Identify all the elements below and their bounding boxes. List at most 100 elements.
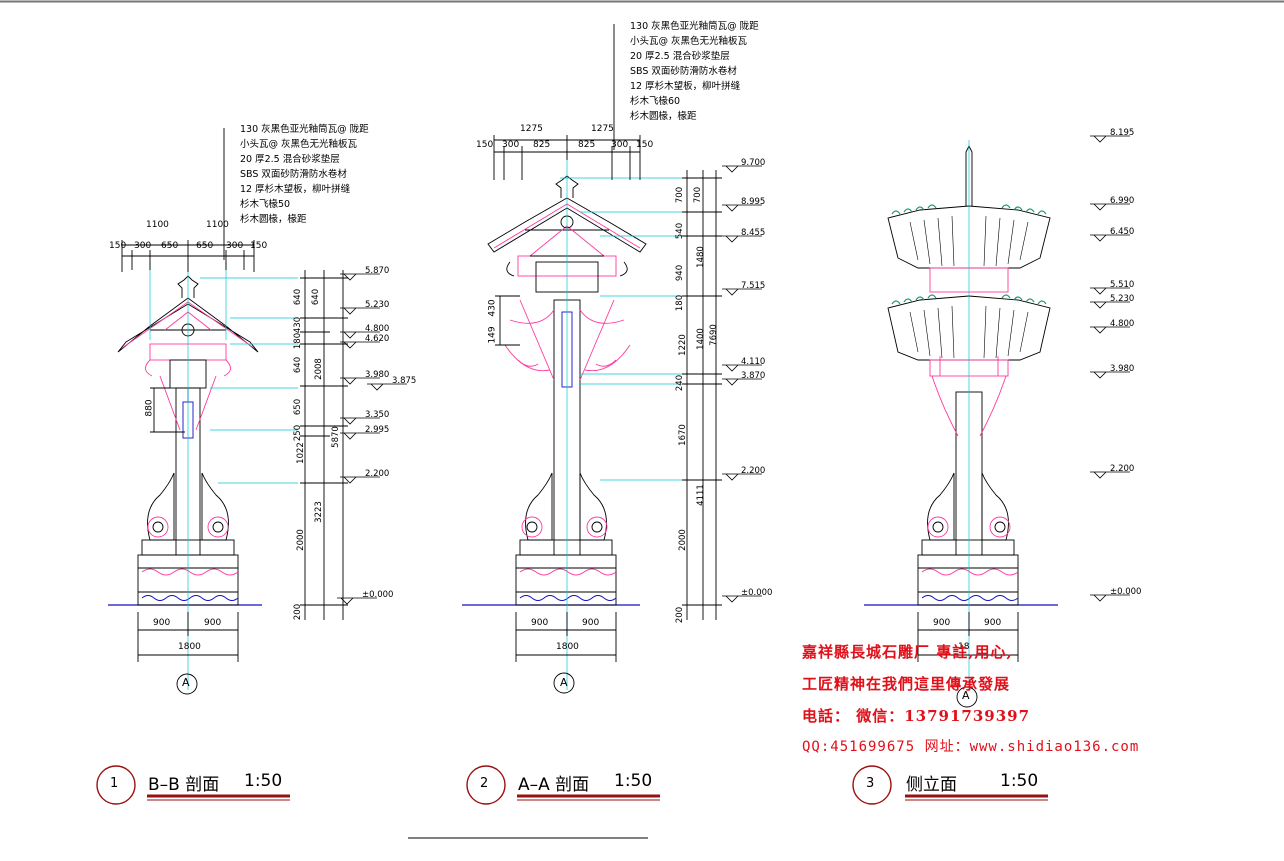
dim-label: 1100 [206,220,229,230]
dim-label: 1220 [677,334,688,356]
level-label: 7.515 [741,281,766,291]
watermark-line2: 工匠精神在我們這里傳承發展 [802,675,1011,693]
level-label: ±0.000 [362,590,394,600]
dim-label: 900 [933,618,951,628]
drawing-scale: 1:50 [244,771,283,791]
drawing-scale: 1:50 [614,771,653,791]
level-marker [340,307,380,315]
dim-label: 200 [675,606,686,624]
dim-label: 900 [204,618,222,628]
dim-label: 2000 [677,529,688,551]
level-label: 8.455 [741,228,766,238]
level-label: 2.995 [365,425,390,435]
side-elevation-drawing [864,140,1058,708]
level-label: 8.995 [741,197,766,207]
level-marker [340,476,380,484]
dim-label: 2000 [295,529,306,551]
bb-section-drawing [108,128,348,695]
note-line: SBS 双面砂防滑防水卷材 [630,66,737,77]
level-label: 5.870 [365,266,390,276]
level-marker [1090,234,1130,242]
note-line: 130 灰黑色亚光釉筒瓦@ 陇距 [630,21,759,32]
dim-label: 18 [958,642,970,652]
dim-label: 200 [293,603,304,621]
level-marker [1090,594,1130,602]
level-marker [1090,326,1130,334]
level-label: 9.700 [741,158,766,168]
dim-label: 700 [675,186,686,204]
dim-label: 825 [578,140,596,150]
level-marker [722,204,762,212]
dim-label: 1670 [677,424,688,446]
axis-label: A [560,676,568,689]
dim-label: 640 [311,288,322,306]
level-label: 4.110 [741,357,766,367]
level-label: 6.990 [1110,196,1135,206]
dim-label: 1275 [591,124,614,134]
dim-label: 650 [161,241,179,251]
dim-label: 900 [984,618,1002,628]
dim-label: 1800 [178,642,201,652]
dim-label: 3223 [313,501,324,523]
dim-label: 300 [134,241,152,251]
level-marker [340,432,380,440]
level-marker [340,273,380,281]
level-label: 5.230 [1110,294,1135,304]
dim-label: 900 [153,618,171,628]
level-marker [722,288,762,296]
note-line: 12 厚杉木望板，柳叶拼缝 [630,81,741,92]
note-line: 杉木圆椽，椽距 [240,214,307,225]
dim-label: 250 [293,424,304,442]
note-line: 12 厚杉木望板，柳叶拼缝 [240,184,351,195]
level-label: ±0.000 [1110,587,1142,597]
dim-label: 1800 [556,642,579,652]
dim-label: 150 [636,140,654,150]
dim-label: 150 [476,140,494,150]
level-label: 3.980 [365,370,390,380]
level-marker [340,417,380,425]
note-line: 130 灰黑色亚光釉筒瓦@ 陇距 [240,124,369,135]
dim-label: 300 [611,140,629,150]
note-line: SBS 双面砂防滑防水卷材 [240,169,347,180]
level-label: 5.510 [1110,280,1135,290]
dim-label: 540 [675,222,686,240]
level-marker [722,595,762,603]
level-marker [1090,135,1130,143]
level-label: 2.200 [365,469,390,479]
level-marker [340,341,380,349]
dim-label: 180 [293,332,304,350]
dim-label: 300 [226,241,244,251]
level-marker [340,331,380,339]
drawing-title: B–B 剖面 [148,775,220,795]
note-line: 小头瓦@ 灰黑色无光釉板瓦 [240,139,358,150]
dim-label: 825 [533,140,551,150]
level-label: ±0.000 [741,588,773,598]
bb-notes: 130 灰黑色亚光釉筒瓦@ 陇距 小头瓦@ 灰黑色无光釉板瓦 20 厚2.5 混… [240,122,369,227]
dim-label: 4111 [695,484,706,506]
note-line: 杉木圆椽，椽距 [630,111,697,122]
level-marker [722,364,762,372]
dim-label: 1400 [695,328,706,350]
level-label: 4.800 [365,324,390,334]
level-marker [722,378,762,386]
dim-label: 1480 [695,246,706,268]
drawing-title: A–A 剖面 [518,775,590,795]
watermark-line4: QQ:451699675 网址：www.shidiao136.com [802,739,1140,755]
dim-label: 150 [109,241,127,251]
dim-label: 2008 [313,358,324,380]
dim-label: 1275 [520,124,543,134]
drawing-number: 1 [110,776,119,791]
dim-label: 1100 [146,220,169,230]
dim-label: 7690 [708,324,719,346]
level-markers [337,135,1130,605]
note-line: 杉木飞椽60 [630,96,681,107]
aa-section-drawing [462,24,722,694]
level-label: 6.450 [1110,227,1135,237]
level-label: 3.980 [1110,364,1135,374]
level-marker [1090,371,1130,379]
level-label: 2.200 [741,466,766,476]
dim-label: 640 [293,288,304,306]
dim-label: 640 [293,356,304,374]
level-label: 5.230 [365,300,390,310]
